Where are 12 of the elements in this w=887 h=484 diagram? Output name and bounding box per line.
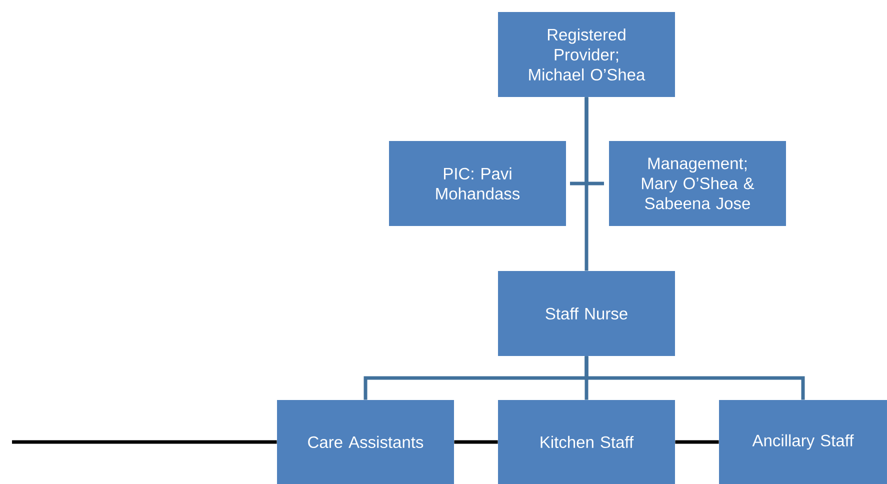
org-box: Kitchen Staff <box>498 400 675 484</box>
org-box: Care Assistants <box>277 400 454 484</box>
org-box: Registered Provider; Michael O’Shea <box>498 12 675 97</box>
connector-line <box>584 356 805 400</box>
connector-line <box>675 440 719 444</box>
connector-line <box>454 440 498 444</box>
org-box: PIC: Pavi Mohandass <box>389 141 566 226</box>
connector-line <box>584 97 604 186</box>
org-box: Ancillary Staff <box>719 400 887 484</box>
org-box: Staff Nurse <box>498 271 675 356</box>
connector-line <box>12 440 277 444</box>
org-box: Management; Mary O’Shea & Sabeena Jose <box>609 141 786 226</box>
